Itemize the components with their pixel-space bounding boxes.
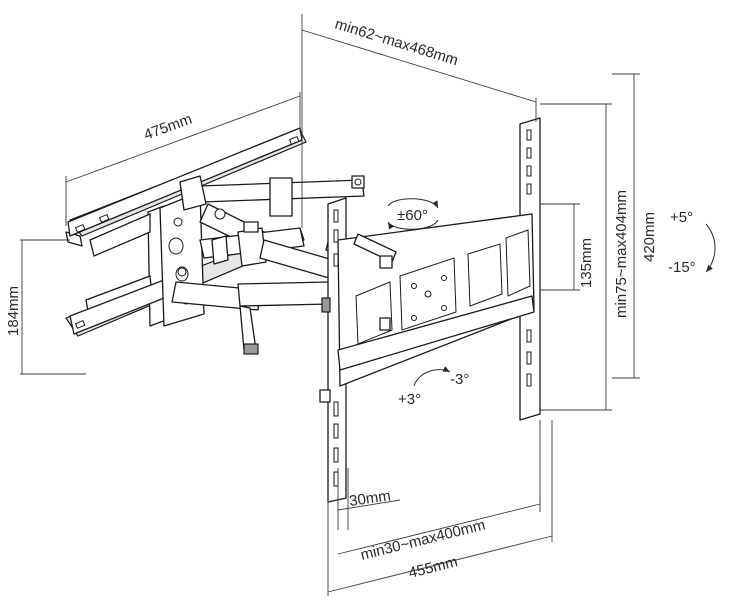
- tilt-arrow-icon: [705, 223, 716, 273]
- wall-plate-width-label: 475mm: [142, 111, 195, 144]
- vesa-h-small-label: 30mm: [348, 487, 392, 510]
- tv-plate-height-label: 420mm: [641, 212, 658, 262]
- swivel-label: ±60°: [397, 207, 428, 224]
- rotation-indicators: [387, 198, 716, 387]
- tilt-up-label: +5°: [670, 209, 693, 226]
- dimension-lines: [20, 14, 640, 596]
- level-minus-label: -3°: [450, 371, 469, 388]
- level-arrow-icon: [413, 366, 451, 387]
- swivel-arrow-bottom-icon: [387, 219, 439, 230]
- swing-arms: [171, 175, 401, 355]
- vesa-v-small-label: 135mm: [578, 238, 595, 288]
- tv-plate-width-label: 455mm: [407, 553, 460, 582]
- wall-plate-height-label: 184mm: [5, 286, 22, 336]
- tv-plate: [319, 117, 541, 503]
- swivel-arrow-top-icon: [387, 198, 439, 209]
- vesa-v-range-label: min75~max404mm: [613, 190, 630, 318]
- level-plus-label: +3°: [398, 391, 421, 408]
- depth-label: min62~max468mm: [333, 16, 460, 70]
- tilt-down-label: -15°: [668, 259, 696, 276]
